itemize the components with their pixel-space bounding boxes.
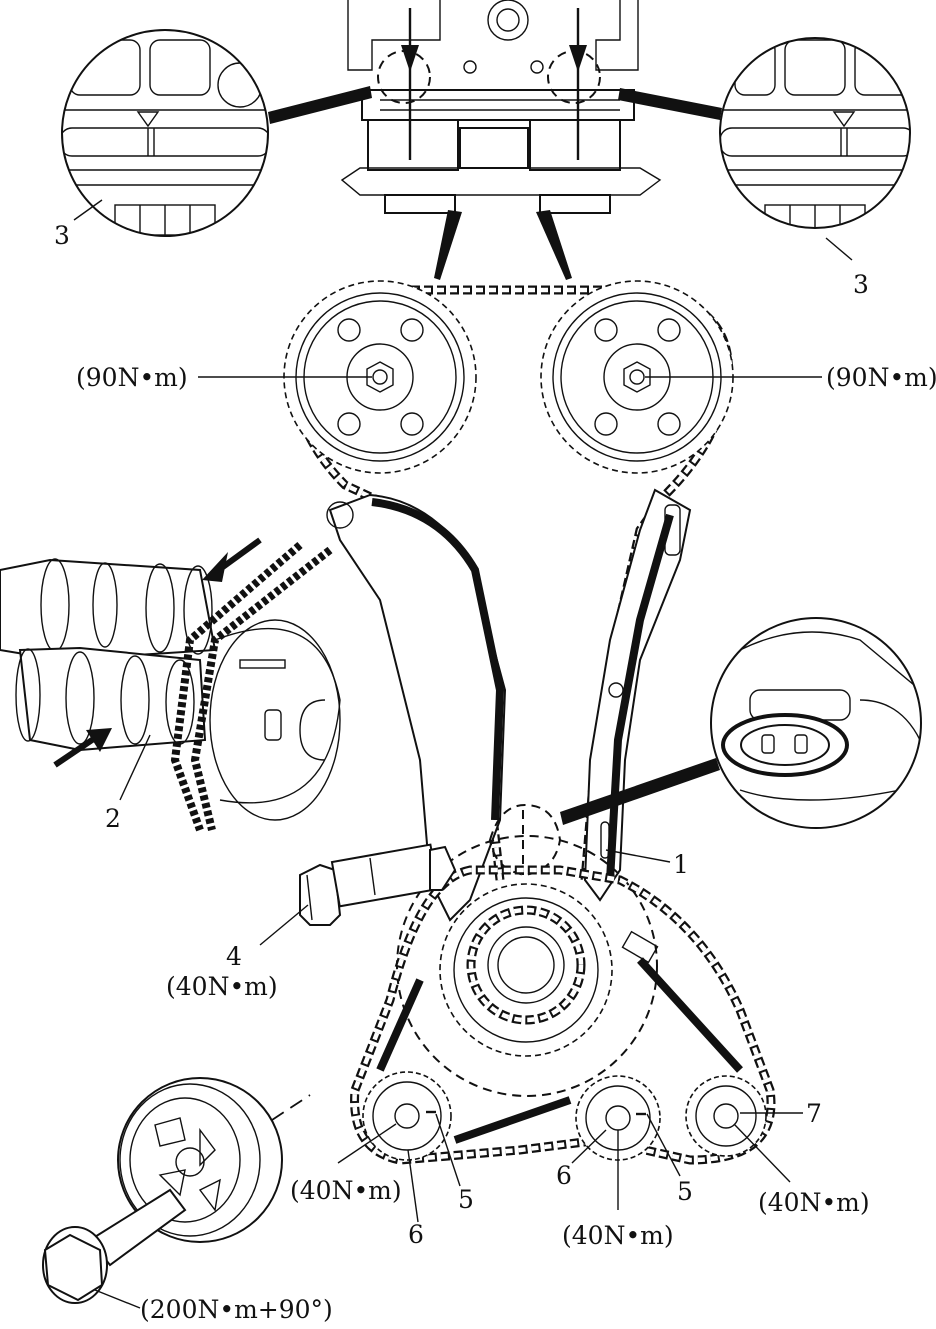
camshaft-detail: [0, 537, 341, 832]
detail-view-left: [61, 29, 372, 237]
lower-guide-right: [637, 957, 743, 1073]
callout-5-right: 5: [677, 1177, 693, 1206]
torque-7: (40N•m): [758, 1188, 870, 1217]
callout-6-right: 6: [556, 1161, 572, 1190]
torque-5-left: (40N•m): [290, 1176, 402, 1205]
leader-callout-1: [605, 849, 671, 863]
leader-callout-6-right: [571, 1129, 607, 1164]
torque-crank-bolt: (200N•m+90°): [140, 1295, 333, 1324]
callout-4: 4: [226, 942, 242, 971]
cylinder-head: [340, 0, 662, 214]
leader-callout-6-left: [407, 1149, 419, 1223]
leader-callout-5-right: [646, 1113, 681, 1177]
leader-callout-5-left: [435, 1113, 461, 1187]
callout-2: 2: [105, 804, 121, 833]
torque-cam-right: (90N•m): [826, 363, 936, 392]
callout-1: 1: [673, 850, 689, 879]
tensioner-bolt: [299, 843, 457, 926]
leader-callout-4: [259, 904, 309, 946]
pointer-wedge-left: [434, 210, 462, 280]
callout-3-right: 3: [853, 270, 869, 299]
callout-5-left: 5: [458, 1185, 474, 1214]
callout-3-left: 3: [54, 221, 70, 250]
leader-callout-2: [119, 734, 151, 801]
lower-guide-bottom: [453, 1096, 572, 1144]
leader-torque-crank-bolt: [94, 1289, 141, 1309]
crankshaft-bolt: [42, 1188, 187, 1304]
leader-torque-5-left: [337, 1123, 397, 1164]
tensioner-detail: [560, 617, 922, 829]
lower-guide-left: [376, 978, 424, 1072]
torque-cam-left: (90N•m): [76, 363, 188, 392]
balance-shaft-sprocket-left: [362, 1071, 452, 1161]
detail-view-right: [618, 37, 911, 261]
torque-center: (40N•m): [562, 1221, 674, 1250]
torque-4: (40N•m): [166, 972, 278, 1001]
callout-6-left: 6: [408, 1220, 424, 1249]
leader-torque-7: [733, 1123, 791, 1183]
callout-7: 7: [806, 1099, 822, 1128]
camshaft-sprocket-left: [283, 280, 477, 474]
pointer-wedge-right: [536, 210, 572, 280]
